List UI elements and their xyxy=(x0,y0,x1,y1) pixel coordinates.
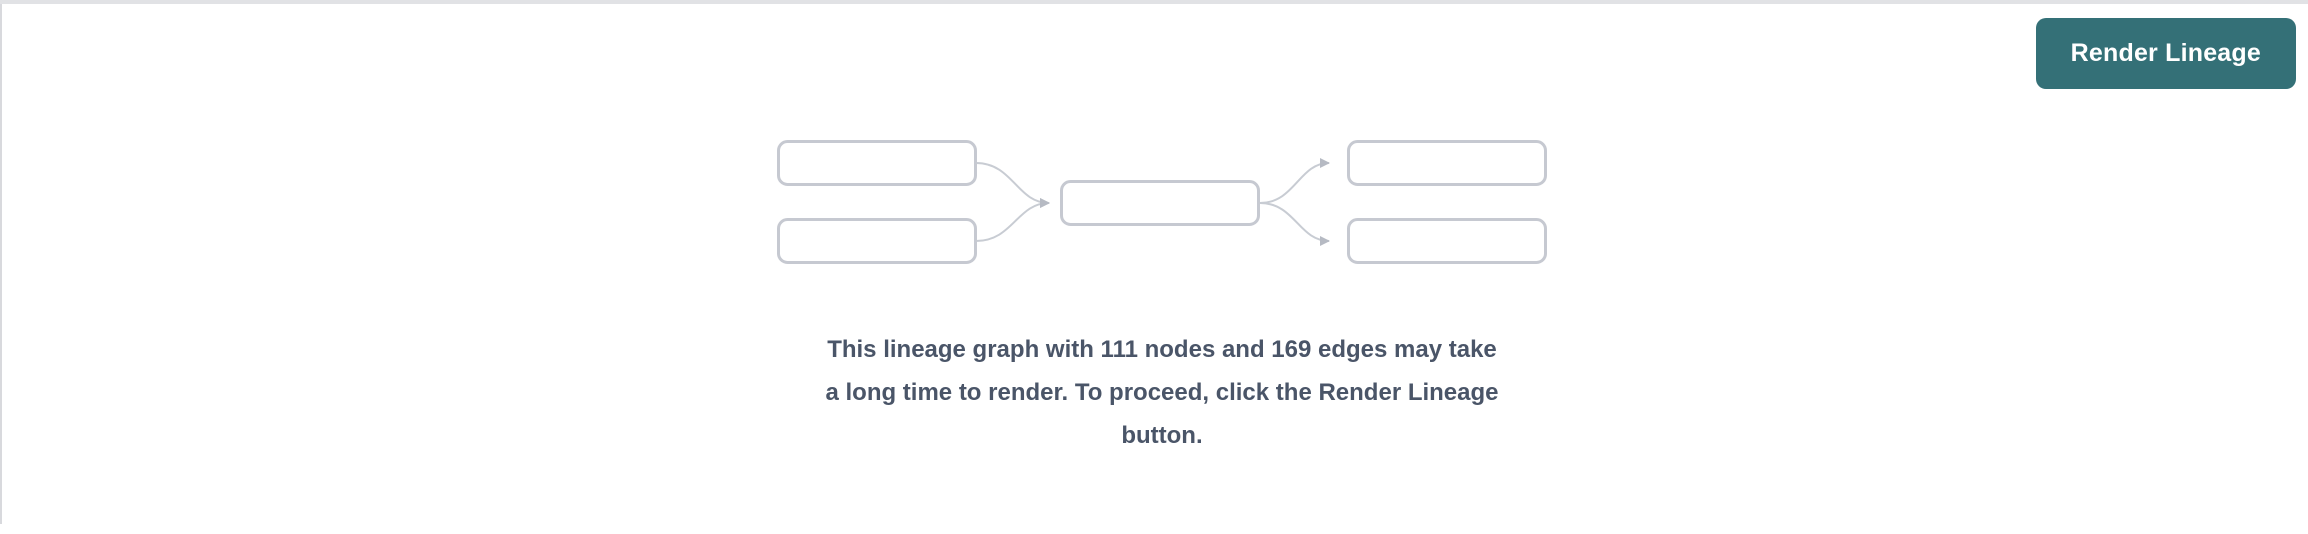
message-line: a long time to render. To proceed, click… xyxy=(825,379,1499,406)
diagram-node xyxy=(777,218,977,264)
diagram-edge xyxy=(975,162,1050,208)
lineage-graph-placeholder-diagram xyxy=(777,140,1547,264)
diagram-node xyxy=(1347,140,1547,186)
top-divider xyxy=(0,0,2308,4)
render-lineage-button[interactable]: Render Lineage xyxy=(2035,18,2296,89)
diagram-edge xyxy=(975,198,1050,242)
lineage-warning-message: This lineage graph with 111 nodes and 16… xyxy=(825,328,1498,457)
diagram-node xyxy=(1347,218,1547,264)
diagram-edge xyxy=(1259,202,1330,246)
diagram-edge xyxy=(1259,158,1330,204)
diagram-node xyxy=(1060,180,1260,226)
diagram-node xyxy=(777,140,977,186)
message-line: This lineage graph with 111 nodes and 16… xyxy=(827,336,1497,363)
lineage-empty-state: This lineage graph with 111 nodes and 16… xyxy=(777,140,1547,457)
message-line: button. xyxy=(1121,422,1203,449)
left-divider xyxy=(0,4,2,524)
